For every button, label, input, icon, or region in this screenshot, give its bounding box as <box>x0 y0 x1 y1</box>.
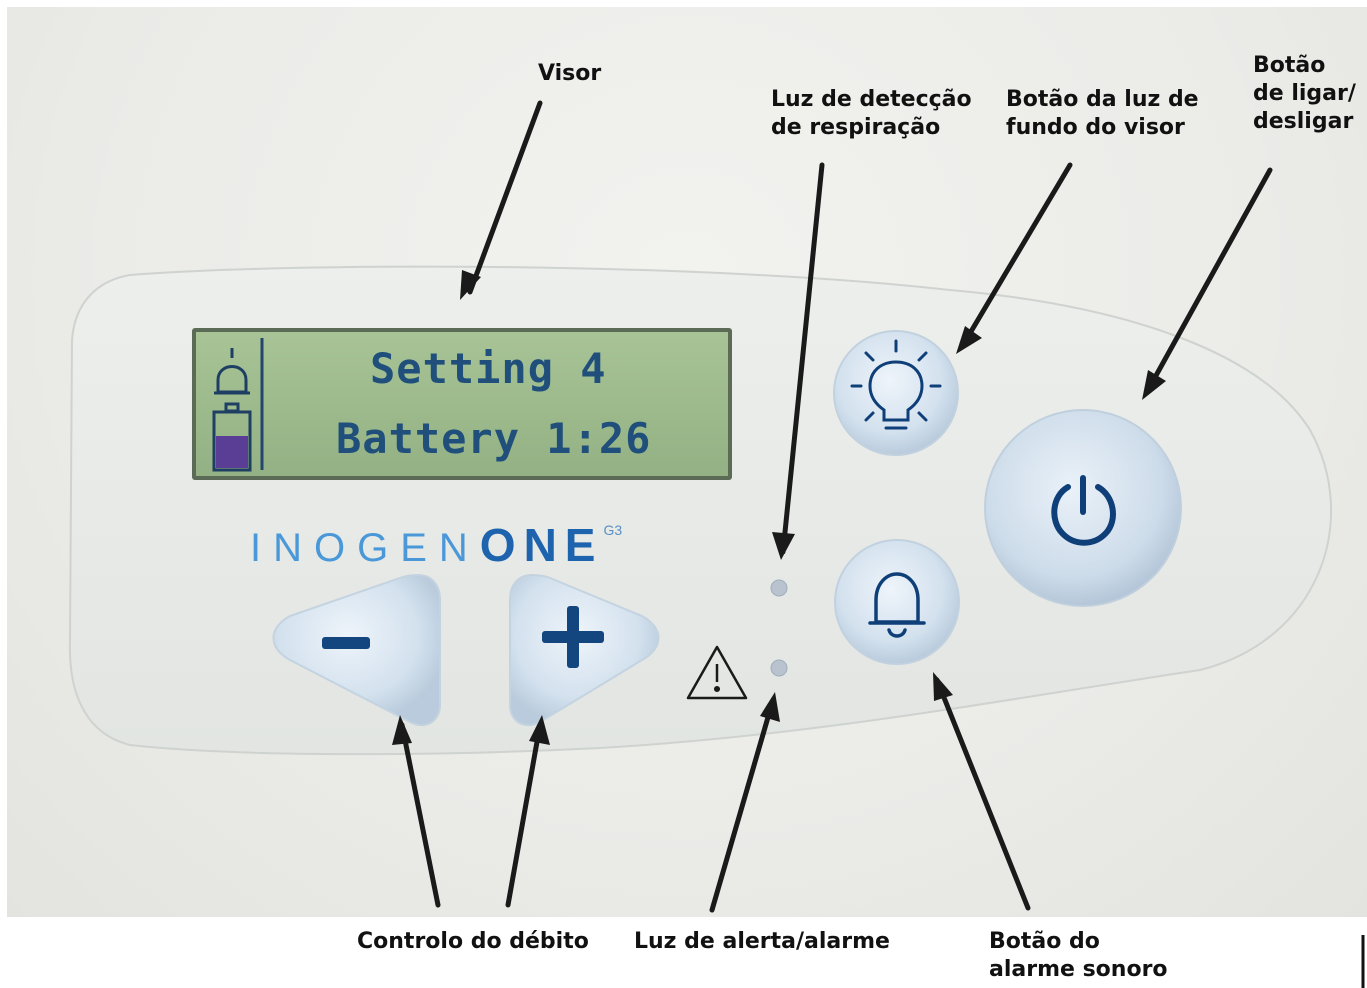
lightbulb-icon <box>850 339 942 430</box>
backlight-button[interactable] <box>834 331 958 455</box>
brand-part-2: ONE <box>479 519 604 571</box>
minus-button-shape <box>272 573 441 727</box>
display-bell-icon <box>214 348 250 395</box>
plus-icon <box>542 606 604 668</box>
lcd-display <box>192 328 732 480</box>
arrowheads <box>392 270 1166 745</box>
label-alert-light: Luz de alerta/alarme <box>634 929 890 954</box>
warning-triangle-icon <box>686 645 748 700</box>
display-line-setting: Setting 4 <box>370 344 607 393</box>
plus-button-shape <box>509 573 660 727</box>
flow-increase-button[interactable] <box>510 575 660 730</box>
flow-decrease-button[interactable] <box>275 575 440 730</box>
display-line-battery: Battery 1:26 <box>336 414 652 463</box>
callout-arrows <box>399 100 1273 913</box>
alarm-button[interactable] <box>835 540 959 664</box>
power-button[interactable] <box>985 410 1181 606</box>
brand-part-1: INOGEN <box>250 526 480 570</box>
label-audible-alarm-button: Botão do alarme sonoro <box>989 929 1168 982</box>
power-button-shape <box>984 409 1182 607</box>
label-backlight-button: Botão da luz de fundo do visor <box>1006 87 1199 140</box>
power-icon <box>1051 475 1116 546</box>
alarm-button-shape <box>834 539 960 665</box>
breath-detection-led <box>770 579 788 597</box>
bell-icon <box>868 572 926 638</box>
label-visor: Visor <box>538 61 602 86</box>
brand-logo: INOGENONEG3 <box>250 518 622 572</box>
label-flow-control: Controlo do débito <box>357 929 589 954</box>
label-power-button: Botão de ligar/ desligar <box>1253 53 1356 134</box>
backlight-button-shape <box>833 330 959 456</box>
minus-icon <box>322 637 370 649</box>
label-breath-detection-light: Luz de detecção de respiração <box>771 87 972 140</box>
display-battery-icon <box>212 402 252 472</box>
alert-led <box>770 659 788 677</box>
brand-model: G3 <box>603 522 623 538</box>
